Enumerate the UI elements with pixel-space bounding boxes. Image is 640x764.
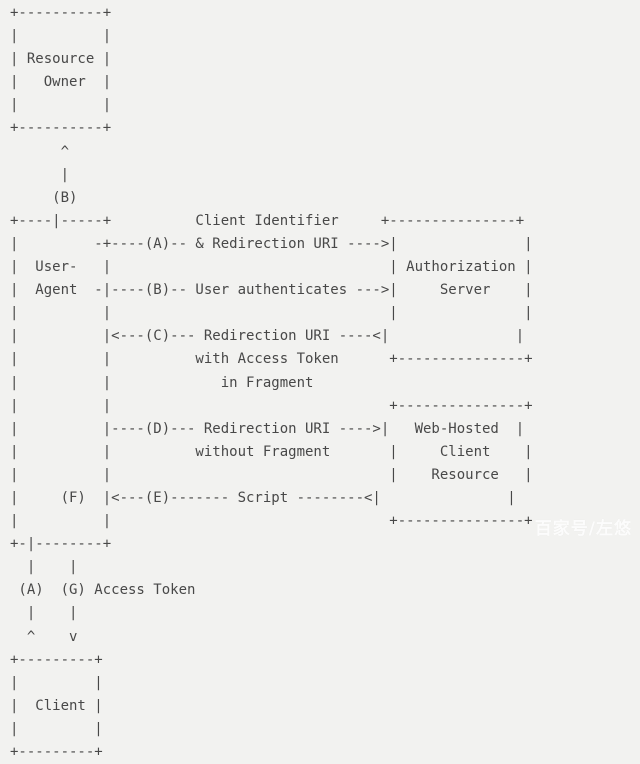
oauth-implicit-grant-ascii-diagram: +----------+ | | | Resource | | Owner | … <box>10 5 533 760</box>
watermark-text: 百家号/左悠 <box>534 519 632 539</box>
